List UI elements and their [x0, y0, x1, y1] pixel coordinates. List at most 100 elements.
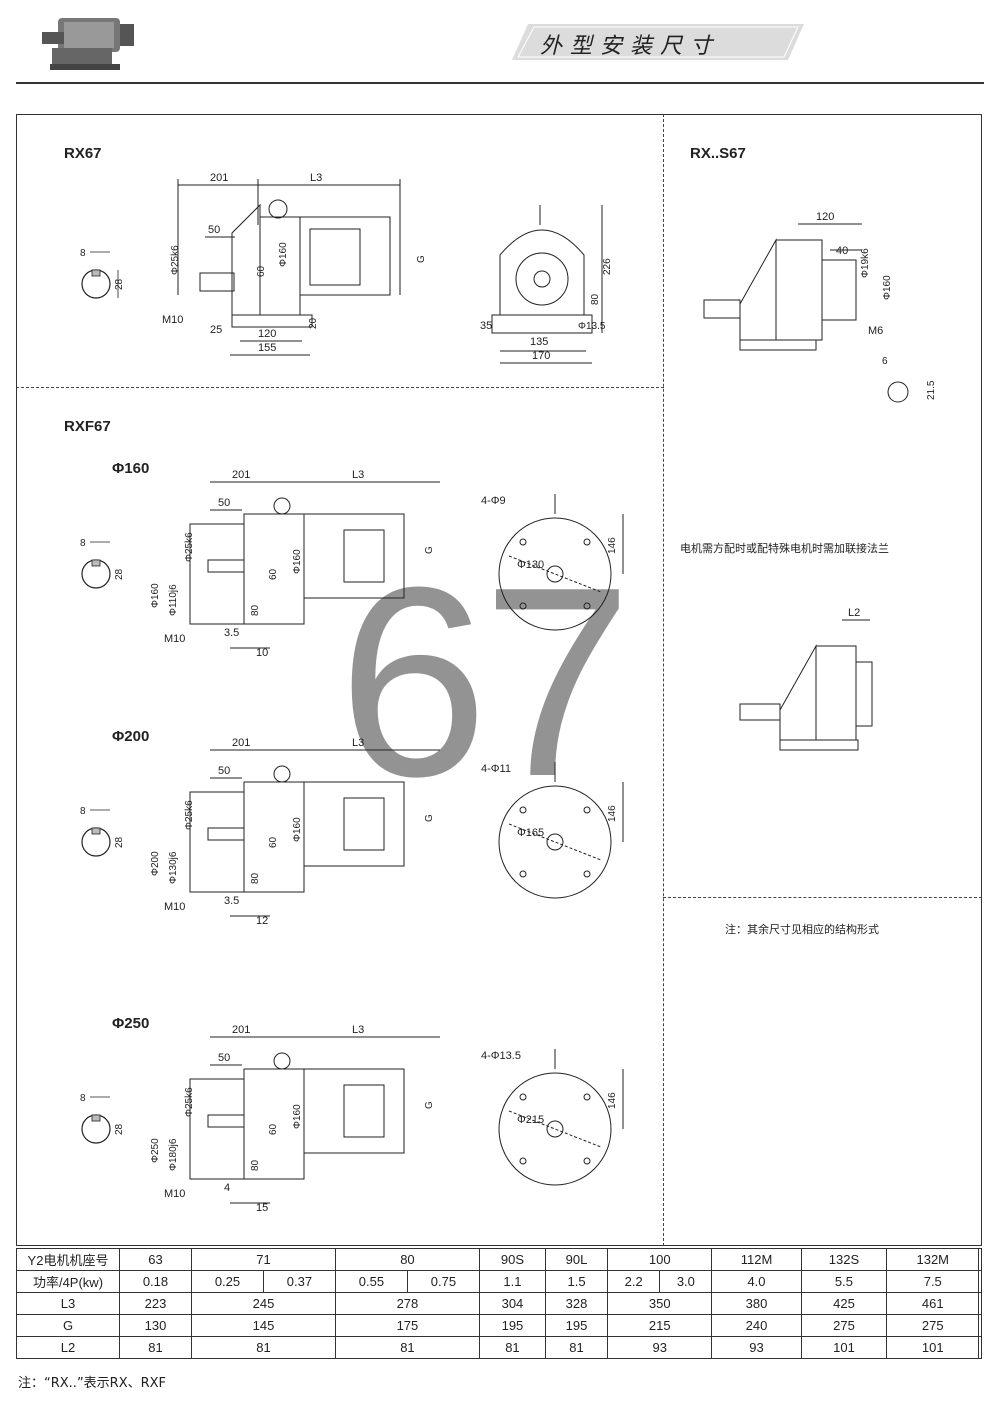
- dim-m10: M10: [164, 633, 185, 645]
- spec-row-label: 功率/4P(kw): [16, 1270, 120, 1293]
- dim-motor-dia: Φ160: [278, 242, 289, 267]
- dim-135: 135: [530, 336, 548, 348]
- spec-cell: 81: [544, 1336, 609, 1359]
- spec-cell: 215: [607, 1314, 713, 1337]
- gearmotor-logo-image: [42, 18, 134, 70]
- dim-spigot: Φ110j6: [168, 584, 179, 616]
- dim-holes: 4-Φ11: [481, 763, 511, 775]
- flange-front-view: 4-Φ13.5 Φ215 146: [481, 1049, 624, 1186]
- dim-g: G: [424, 814, 435, 822]
- dim-25: 25: [210, 324, 222, 336]
- divider-vertical: [663, 114, 664, 1246]
- spec-cell: 240: [711, 1314, 802, 1337]
- spec-cell: [978, 1336, 982, 1359]
- spec-cell: 81: [334, 1336, 480, 1359]
- spec-cell: 0.37: [262, 1270, 336, 1293]
- spec-cell: 101: [800, 1336, 888, 1359]
- flange-side-view: 201 L3 50 Φ25k6 Φ250 Φ180j6 60 Φ160 G 80…: [150, 1025, 440, 1214]
- dim-holes: 4-Φ13.5: [481, 1050, 521, 1062]
- dim-thickness: 10: [256, 647, 268, 659]
- spec-cell: 0.75: [406, 1270, 480, 1293]
- dim-l3: L3: [352, 470, 364, 481]
- dim-m6: M6: [868, 325, 883, 337]
- watermark-number: 67: [338, 532, 632, 833]
- dim-shaft: Φ19k6: [860, 248, 871, 278]
- flange-key-diagram: 8 28: [80, 806, 125, 857]
- dim-pcd: Φ165: [517, 827, 544, 839]
- spec-cell: 195: [478, 1314, 546, 1337]
- spec-row-label: G: [16, 1314, 120, 1337]
- dim-120: 120: [816, 211, 834, 223]
- spec-cell: 100: [607, 1248, 713, 1271]
- spec-cell: [978, 1248, 982, 1271]
- spec-cell: 3.0: [659, 1270, 713, 1293]
- spec-cell: 278: [334, 1292, 480, 1315]
- dim-spigot: Φ180j6: [168, 1138, 179, 1171]
- flange-side-view: 201 L3 50 Φ25k6 Φ160 Φ110j6 60 Φ160 G 80…: [150, 470, 440, 659]
- flange-side-view: 201 L3 50 Φ25k6 Φ200 Φ130j6 60 Φ160 G 80…: [150, 738, 440, 927]
- flange-title-3: Φ250: [112, 1015, 150, 1032]
- spec-cell: 275: [886, 1314, 980, 1337]
- dim-key-width: 6: [882, 356, 888, 367]
- spec-cell: 90S: [478, 1248, 546, 1271]
- spec-cell: 0.18: [119, 1270, 192, 1293]
- divider-rx-rxf: [16, 387, 664, 388]
- spec-row-label: Y2电机机座号: [16, 1248, 120, 1271]
- dim-g: G: [424, 1101, 435, 1109]
- dim-60: 60: [268, 568, 279, 580]
- spec-cell: 101: [886, 1336, 980, 1359]
- dim-120: 120: [258, 328, 276, 340]
- spec-cell: 425: [800, 1292, 888, 1315]
- dim-g: G: [416, 255, 427, 263]
- dim-l2: L2: [848, 607, 860, 619]
- dim-key-height: 21.5: [926, 380, 937, 400]
- dim-shaft: Φ25k6: [184, 1087, 195, 1117]
- spec-cell: 328: [544, 1292, 609, 1315]
- dim-50: 50: [218, 765, 230, 777]
- dim-40: 40: [836, 245, 848, 257]
- spec-cell: 90L: [544, 1248, 609, 1271]
- spec-cell: [978, 1292, 982, 1315]
- dim-holes: 4-Φ9: [481, 495, 506, 507]
- dim-flange: Φ250: [150, 1138, 161, 1163]
- spec-cell: 81: [190, 1336, 336, 1359]
- dim-201: 201: [232, 1025, 250, 1036]
- dim-80: 80: [250, 1159, 261, 1171]
- dim-146: 146: [607, 537, 618, 554]
- spec-cell: 0.25: [190, 1270, 264, 1293]
- dim-l3: L3: [310, 172, 322, 184]
- dim-80: 80: [250, 872, 261, 884]
- section-label-rxs67: RX..S67: [690, 145, 746, 162]
- spec-cell: 2.2: [607, 1270, 661, 1293]
- dim-shaft: Φ25k6: [170, 245, 181, 275]
- dim-l3: L3: [352, 738, 364, 749]
- dim-hole: Φ13.5: [578, 321, 606, 332]
- dim-l3: L3: [352, 1025, 364, 1036]
- section-label-rx67: RX67: [64, 145, 102, 162]
- dim-key-width: 8: [80, 538, 86, 549]
- dim-201: 201: [232, 470, 250, 481]
- flange-key-diagram: 8 28: [80, 538, 125, 589]
- spec-cell: 0.55: [334, 1270, 408, 1293]
- dim-key-height: 28: [114, 568, 125, 580]
- spec-cell: 4.0: [711, 1270, 802, 1293]
- spec-cell: 245: [190, 1292, 336, 1315]
- page-title: 外型安装尺寸: [540, 34, 721, 59]
- rx67-key-diagram: 8 28: [80, 248, 125, 299]
- spec-cell: 195: [544, 1314, 609, 1337]
- dim-m10: M10: [164, 901, 185, 913]
- flange-front-view: 4-Φ11 Φ165 146: [481, 762, 624, 899]
- spec-cell: 80: [334, 1248, 480, 1271]
- dim-shaft: Φ25k6: [184, 532, 195, 562]
- dim-50: 50: [218, 497, 230, 509]
- spec-cell: 350: [607, 1292, 713, 1315]
- rxs67-view: 120 40 Φ19k6 Φ160 M6 6 21.5: [703, 211, 937, 403]
- dim-spigot: Φ130j6: [168, 851, 179, 884]
- dim-50: 50: [208, 224, 220, 236]
- dim-80: 80: [250, 604, 261, 616]
- divider-right: [663, 897, 982, 898]
